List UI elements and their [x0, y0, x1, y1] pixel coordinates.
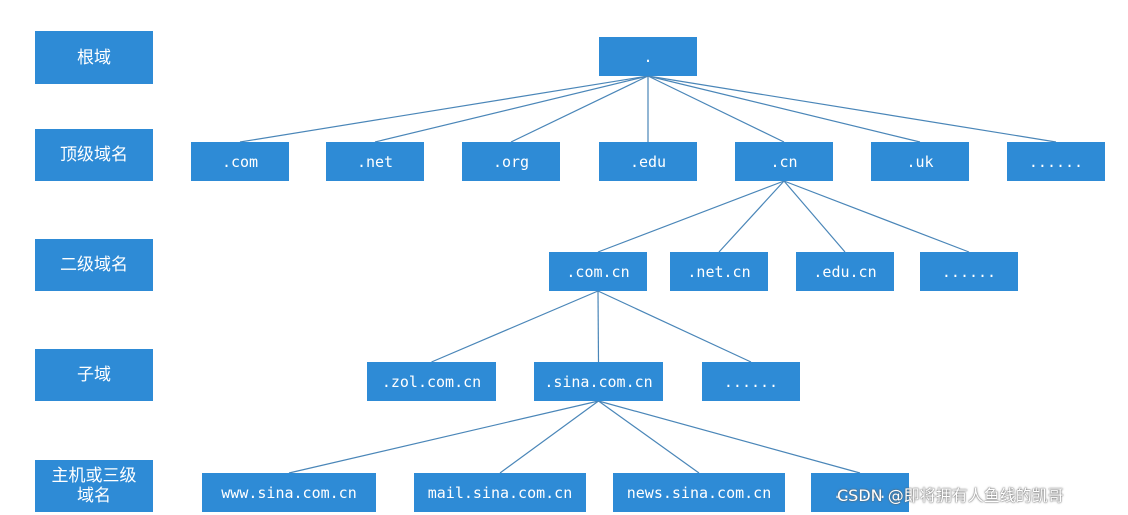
- level-subdomain: 子域: [35, 349, 153, 401]
- level-host: 主机或三级 域名: [35, 460, 153, 512]
- level-sld: 二级域名: [35, 239, 153, 291]
- edge-cn-comcn: [597, 180, 785, 253]
- node-host-www: www.sina.com.cn: [202, 473, 376, 512]
- node-tld-cn: .cn: [735, 142, 833, 181]
- node-sub-sina: .sina.com.cn: [534, 362, 663, 401]
- level-tld: 顶级域名: [35, 129, 153, 181]
- edge-comcn-zol: [431, 290, 599, 363]
- node-root: .: [599, 37, 697, 76]
- edge-comcn-sina: [597, 290, 600, 363]
- edge-comcn-sub_more: [597, 290, 752, 363]
- edge-sina-host_more: [598, 400, 861, 474]
- level-root: 根域: [35, 31, 153, 84]
- edge-root-com: [239, 75, 649, 143]
- node-sub-more: ......: [702, 362, 800, 401]
- edge-root-net: [374, 75, 649, 143]
- edge-sina-mail: [499, 400, 599, 474]
- edge-root-cn: [647, 75, 785, 143]
- edge-cn-netcn: [718, 180, 785, 253]
- csdn-watermark: CSDN @即将拥有人鱼线的凯哥: [837, 486, 1064, 505]
- edge-cn-sld_more: [783, 180, 970, 253]
- edge-sina-news: [598, 400, 700, 474]
- node-tld-uk: .uk: [871, 142, 969, 181]
- edge-root-tld_more: [647, 75, 1057, 143]
- edge-root-uk: [647, 75, 921, 143]
- node-sld-comcn: .com.cn: [549, 252, 647, 291]
- edge-sina-www: [288, 400, 599, 474]
- node-sld-more: ......: [920, 252, 1018, 291]
- node-host-news: news.sina.com.cn: [613, 473, 785, 512]
- node-sub-zol: .zol.com.cn: [367, 362, 496, 401]
- edge-cn-educn: [783, 180, 846, 253]
- node-sld-netcn: .net.cn: [670, 252, 768, 291]
- node-tld-org: .org: [462, 142, 560, 181]
- node-sld-educn: .edu.cn: [796, 252, 894, 291]
- node-tld-edu: .edu: [599, 142, 697, 181]
- node-tld-more: ......: [1007, 142, 1105, 181]
- node-host-more: ......: [811, 473, 909, 512]
- edge-root-org: [510, 75, 649, 143]
- node-tld-net: .net: [326, 142, 424, 181]
- node-tld-com: .com: [191, 142, 289, 181]
- node-host-mail: mail.sina.com.cn: [414, 473, 586, 512]
